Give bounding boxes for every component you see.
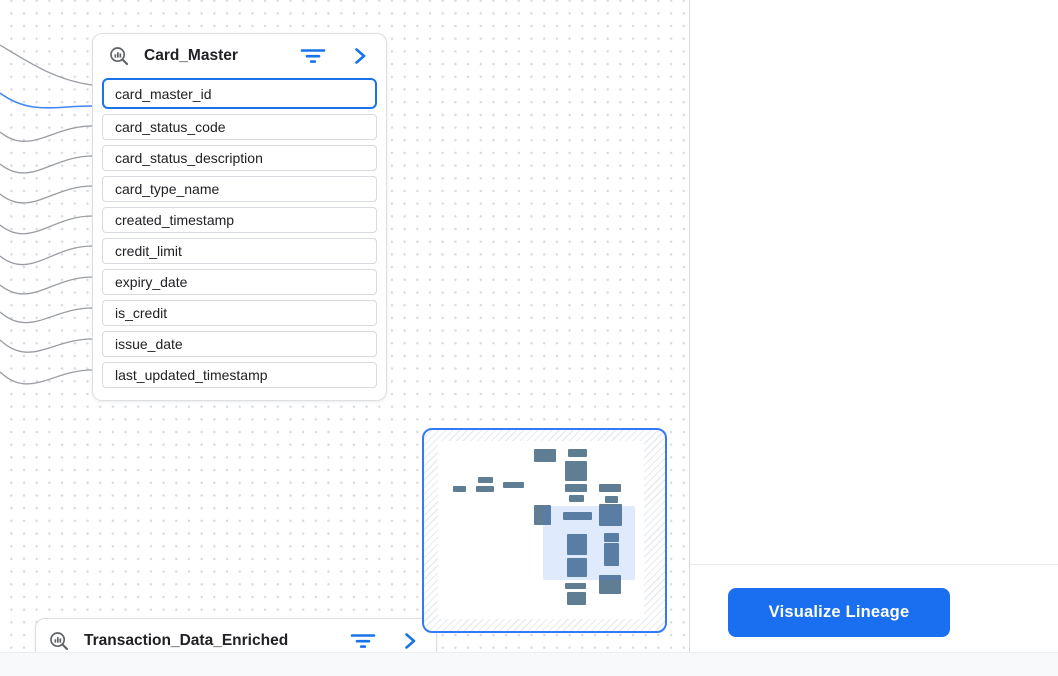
minimap-node: [567, 558, 587, 577]
search-chart-magnifier-icon: [50, 632, 69, 651]
column-row[interactable]: is_credit: [102, 300, 377, 326]
filter-lines-icon[interactable]: [350, 631, 376, 651]
minimap-node: [476, 486, 494, 492]
minimap-content: [424, 430, 665, 631]
details-panel: Visualize Lineage: [690, 0, 1058, 652]
canvas-panel-divider: [689, 0, 691, 652]
transaction-header: Transaction_Data_Enriched: [36, 619, 436, 652]
bottom-status-strip: [0, 652, 1058, 676]
lineage-edges: [0, 44, 93, 385]
minimap-node: [569, 495, 584, 502]
minimap-node: [534, 505, 551, 525]
minimap-node: [567, 534, 587, 555]
minimap[interactable]: [422, 428, 667, 633]
minimap-node: [599, 484, 621, 492]
minimap-viewport[interactable]: [543, 506, 635, 580]
minimap-node: [567, 592, 586, 605]
filter-lines-icon[interactable]: [300, 46, 326, 66]
table-node-transaction-data-enriched[interactable]: Transaction_Data_Enriched: [35, 618, 437, 652]
column-row[interactable]: credit_limit: [102, 238, 377, 264]
minimap-node: [478, 477, 493, 483]
minimap-node: [565, 484, 587, 492]
minimap-node: [453, 486, 466, 492]
column-row[interactable]: card_type_name: [102, 176, 377, 202]
minimap-node: [534, 449, 556, 462]
column-row[interactable]: last_updated_timestamp: [102, 362, 377, 388]
chevron-right-icon[interactable]: [402, 631, 418, 651]
minimap-node: [605, 496, 618, 503]
column-row[interactable]: card_master_id: [102, 78, 377, 109]
minimap-node: [599, 504, 622, 526]
column-row[interactable]: created_timestamp: [102, 207, 377, 233]
minimap-node: [503, 482, 524, 488]
minimap-node: [604, 533, 619, 542]
column-row[interactable]: card_status_description: [102, 145, 377, 171]
table-title: Transaction_Data_Enriched: [84, 632, 289, 649]
panel-footer-divider: [690, 564, 1058, 565]
minimap-node: [565, 583, 586, 589]
minimap-node: [563, 512, 592, 520]
table-title: Card_Master: [144, 47, 238, 64]
visualize-lineage-button[interactable]: Visualize Lineage: [728, 588, 950, 637]
minimap-node: [599, 575, 621, 594]
column-row[interactable]: expiry_date: [102, 269, 377, 295]
chevron-right-icon[interactable]: [352, 46, 368, 66]
column-row[interactable]: issue_date: [102, 331, 377, 357]
minimap-node: [565, 461, 587, 481]
minimap-node: [604, 543, 619, 566]
card-master-header: Card_Master: [93, 34, 386, 78]
lineage-canvas[interactable]: Card_Master card_master_id card_status_c…: [0, 0, 689, 652]
card-master-columns: card_master_id card_status_code card_sta…: [93, 78, 386, 400]
minimap-node: [568, 449, 587, 457]
table-node-card-master[interactable]: Card_Master card_master_id card_status_c…: [92, 33, 387, 401]
search-chart-magnifier-icon: [110, 47, 129, 66]
column-row[interactable]: card_status_code: [102, 114, 377, 140]
